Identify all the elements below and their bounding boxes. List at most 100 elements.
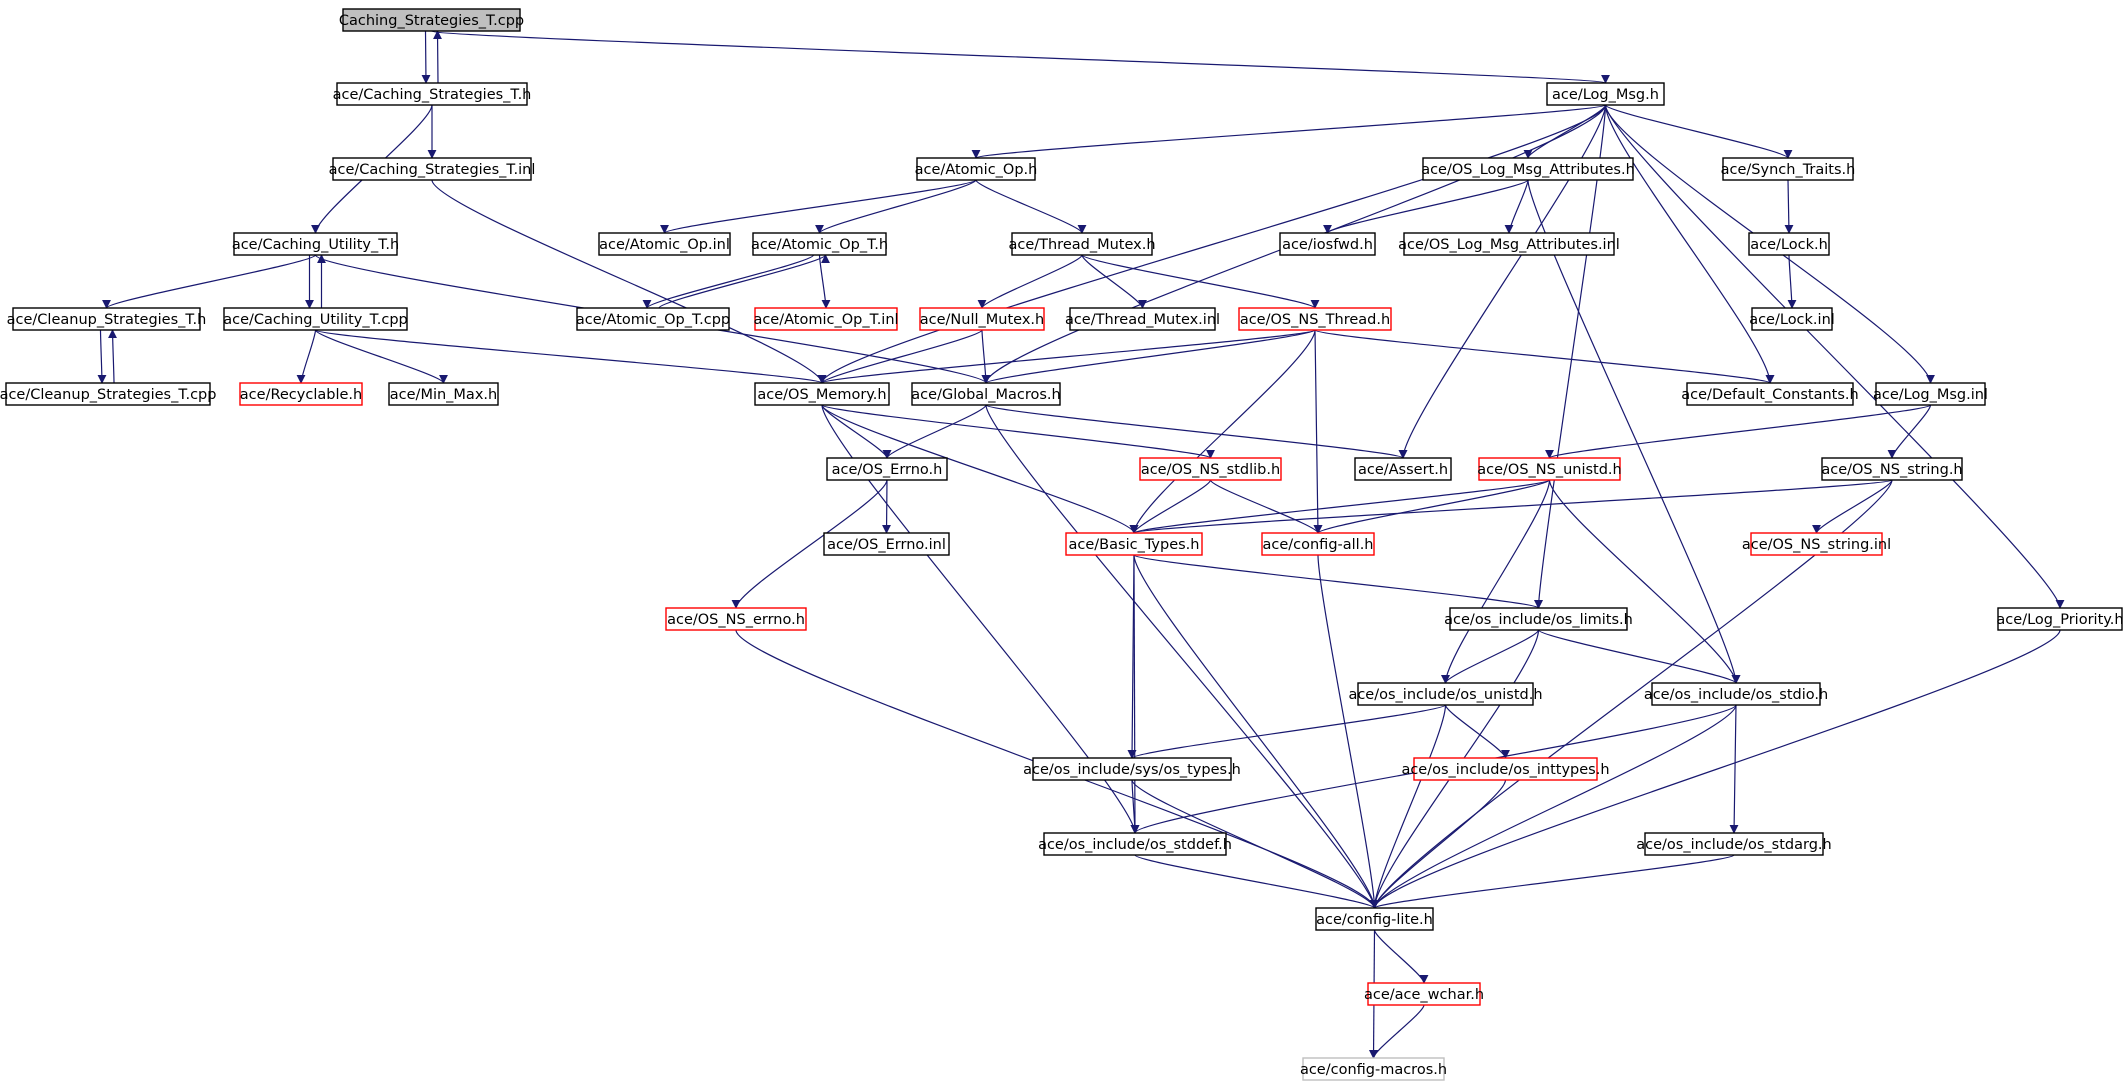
node-ace-cleanup-strategies-t-cpp[interactable]: ace/Cleanup_Strategies_T.cpp xyxy=(0,382,216,406)
node-box xyxy=(1065,532,1203,556)
node-box xyxy=(223,307,408,331)
node-label: ace/Null_Mutex.h xyxy=(920,312,1044,328)
node-box xyxy=(911,382,1061,406)
node-ace-os-include-os-stddef-h[interactable]: ace/os_include/os_stddef.h xyxy=(1038,832,1232,856)
edge-n32-n42 xyxy=(1548,479,1741,684)
node-ace-caching-utility-t-cpp[interactable]: ace/Caching_Utility_T.cpp xyxy=(223,307,408,331)
node-ace-ace-wchar-h[interactable]: ace/ace_wchar.h xyxy=(1364,982,1484,1006)
node-ace-thread-mutex-h[interactable]: ace/Thread_Mutex.h xyxy=(1008,232,1156,256)
node-ace-os-ns-stdlib-h[interactable]: ace/OS_NS_stdlib.h xyxy=(1139,457,1282,481)
node-ace-log-msg-h[interactable]: ace/Log_Msg.h xyxy=(1546,82,1665,106)
node-ace-os-log-msg-attributes-inl[interactable]: ace/OS_Log_Msg_Attributes.inl xyxy=(1398,232,1620,256)
node-ace-os-include-os-inttypes-h[interactable]: ace/os_include/os_inttypes.h xyxy=(1401,757,1610,781)
node-ace-os-ns-string-h[interactable]: ace/OS_NS_string.h xyxy=(1821,457,1963,481)
node-ace-os-include-sys-os-types-h[interactable]: ace/os_include/sys/os_types.h xyxy=(1023,757,1241,781)
node-ace-log-msg-inl[interactable]: ace/Log_Msg.inl xyxy=(1873,382,1988,406)
node-box xyxy=(826,457,948,481)
node-ace-iosfwd-h[interactable]: ace/iosfwd.h xyxy=(1279,232,1376,256)
node-ace-os-include-os-limits-h[interactable]: ace/os_include/os_limits.h xyxy=(1444,607,1633,631)
node-box xyxy=(1413,757,1598,781)
node-box xyxy=(752,232,887,256)
node-label: ace/Atomic_Op.h xyxy=(915,162,1038,178)
node-ace-null-mutex-h[interactable]: ace/Null_Mutex.h xyxy=(919,307,1045,331)
node-label: ace/OS_Errno.h xyxy=(832,462,943,478)
edge-n16-n9 xyxy=(658,254,830,309)
node-ace-log-priority-h[interactable]: ace/Log_Priority.h xyxy=(1996,607,2124,631)
node-ace-caching-strategies-t-h[interactable]: ace/Caching_Strategies_T.h xyxy=(333,82,532,106)
node-ace-os-errno-h[interactable]: ace/OS_Errno.h xyxy=(826,457,948,481)
edge-n2-n27 xyxy=(1604,104,1775,384)
node-label: ace/Caching_Strategies_T.h xyxy=(333,87,532,103)
node-ace-min-max-h[interactable]: ace/Min_Max.h xyxy=(388,382,499,406)
node-ace-config-macros-h[interactable]: ace/config-macros.h xyxy=(1300,1057,1447,1081)
edge-n25-n30 xyxy=(821,404,1215,459)
edge-n44-n47 xyxy=(1370,779,1507,909)
node-box xyxy=(1750,532,1883,556)
node-ace-os-errno-inl[interactable]: ace/OS_Errno.inl xyxy=(823,532,950,556)
edge-n42-n46 xyxy=(1729,704,1739,834)
edge-n20-n26 xyxy=(981,329,1316,384)
edge-n33-n37 xyxy=(1812,479,1893,534)
edge-n0-n1 xyxy=(421,30,431,84)
node-ace-os-memory-h[interactable]: ace/OS_Memory.h xyxy=(754,382,890,406)
edge-n20-n25 xyxy=(818,329,1316,384)
node-ace-os-ns-string-inl[interactable]: ace/OS_NS_string.inl xyxy=(1742,532,1891,556)
node-label: ace/Caching_Utility_T.cpp xyxy=(223,312,408,328)
node-ace-os-ns-unistd-h[interactable]: ace/OS_NS_unistd.h xyxy=(1477,457,1622,481)
edge-n41-n47 xyxy=(1370,704,1447,909)
node-ace-os-log-msg-attributes-h[interactable]: ace/OS_Log_Msg_Attributes.h xyxy=(1421,157,1635,181)
node-ace-config-lite-h[interactable]: ace/config-lite.h xyxy=(1315,907,1434,931)
edge-n10-n19 xyxy=(1081,254,1147,309)
edge-n29-n34 xyxy=(882,479,892,534)
node-label: ace/Thread_Mutex.inl xyxy=(1065,312,1220,328)
edge-n2-n39 xyxy=(1534,104,1607,609)
node-ace-lock-inl[interactable]: ace/Lock.inl xyxy=(1749,307,1835,331)
node-ace-os-ns-errno-h[interactable]: ace/OS_NS_errno.h xyxy=(665,607,807,631)
node-label: ace/Cleanup_Strategies_T.cpp xyxy=(0,387,216,403)
node-label: ace/os_include/os_unistd.h xyxy=(1348,687,1542,703)
node-caching-strategies-t-cpp: Caching_Strategies_T.cpp xyxy=(339,8,524,32)
edge-n9-n16 xyxy=(642,254,815,309)
node-ace-atomic-op-t-inl[interactable]: ace/Atomic_Op_T.inl xyxy=(753,307,899,331)
edge-n26-n47 xyxy=(985,404,1379,909)
node-ace-atomic-op-inl[interactable]: ace/Atomic_Op.inl xyxy=(598,232,731,256)
node-ace-os-include-os-stdio-h[interactable]: ace/os_include/os_stdio.h xyxy=(1644,682,1828,706)
edge-n4-n10 xyxy=(975,179,1087,234)
node-ace-default-constants-h[interactable]: ace/Default_Constants.h xyxy=(1681,382,1859,406)
node-box xyxy=(388,382,499,406)
node-label: ace/Recyclable.h xyxy=(240,387,362,403)
node-ace-recyclable-h[interactable]: ace/Recyclable.h xyxy=(239,382,363,406)
node-ace-synch-traits-h[interactable]: ace/Synch_Traits.h xyxy=(1721,157,1856,181)
node-ace-os-ns-thread-h[interactable]: ace/OS_NS_Thread.h xyxy=(1238,307,1392,331)
edge-n18-n26 xyxy=(981,329,991,384)
node-ace-thread-mutex-inl[interactable]: ace/Thread_Mutex.inl xyxy=(1065,307,1220,331)
node-box xyxy=(239,382,363,406)
edge-n14-n22 xyxy=(97,329,107,384)
node-label: ace/OS_NS_string.h xyxy=(1821,462,1962,478)
node-ace-atomic-op-t-cpp[interactable]: ace/Atomic_Op_T.cpp xyxy=(576,307,730,331)
node-ace-os-include-os-stdarg-h[interactable]: ace/os_include/os_stdarg.h xyxy=(1636,832,1832,856)
edge-n22-n14 xyxy=(108,329,118,384)
node-ace-basic-types-h[interactable]: ace/Basic_Types.h xyxy=(1065,532,1203,556)
node-ace-atomic-op-t-h[interactable]: ace/Atomic_Op_T.h xyxy=(751,232,888,256)
node-ace-lock-h[interactable]: ace/Lock.h xyxy=(1748,232,1830,256)
node-box xyxy=(1449,607,1628,631)
node-ace-assert-h[interactable]: ace/Assert.h xyxy=(1354,457,1452,481)
edge-n13-n21 xyxy=(1787,254,1797,309)
node-ace-atomic-op-h[interactable]: ace/Atomic_Op.h xyxy=(915,157,1038,181)
node-ace-global-macros-h[interactable]: ace/Global_Macros.h xyxy=(911,382,1061,406)
edge-n20-n35 xyxy=(1129,329,1316,534)
node-ace-config-all-h[interactable]: ace/config-all.h xyxy=(1261,532,1375,556)
edge-n41-n44 xyxy=(1444,704,1510,759)
node-ace-caching-strategies-t-inl[interactable]: ace/Caching_Strategies_T.inl xyxy=(329,157,536,181)
edge-n36-n47 xyxy=(1317,554,1379,909)
node-label: ace/config-macros.h xyxy=(1300,1062,1447,1078)
node-ace-cleanup-strategies-t-h[interactable]: ace/Cleanup_Strategies_T.h xyxy=(7,307,207,331)
node-ace-caching-utility-t-h[interactable]: ace/Caching_Utility_T.h xyxy=(232,232,399,256)
edge-n39-n41 xyxy=(1441,629,1540,684)
node-label: ace/OS_NS_errno.h xyxy=(667,612,805,628)
node-ace-os-include-os-unistd-h[interactable]: ace/os_include/os_unistd.h xyxy=(1348,682,1543,706)
edge-n0-n2 xyxy=(430,30,1609,84)
node-label: Caching_Strategies_T.cpp xyxy=(339,13,524,29)
